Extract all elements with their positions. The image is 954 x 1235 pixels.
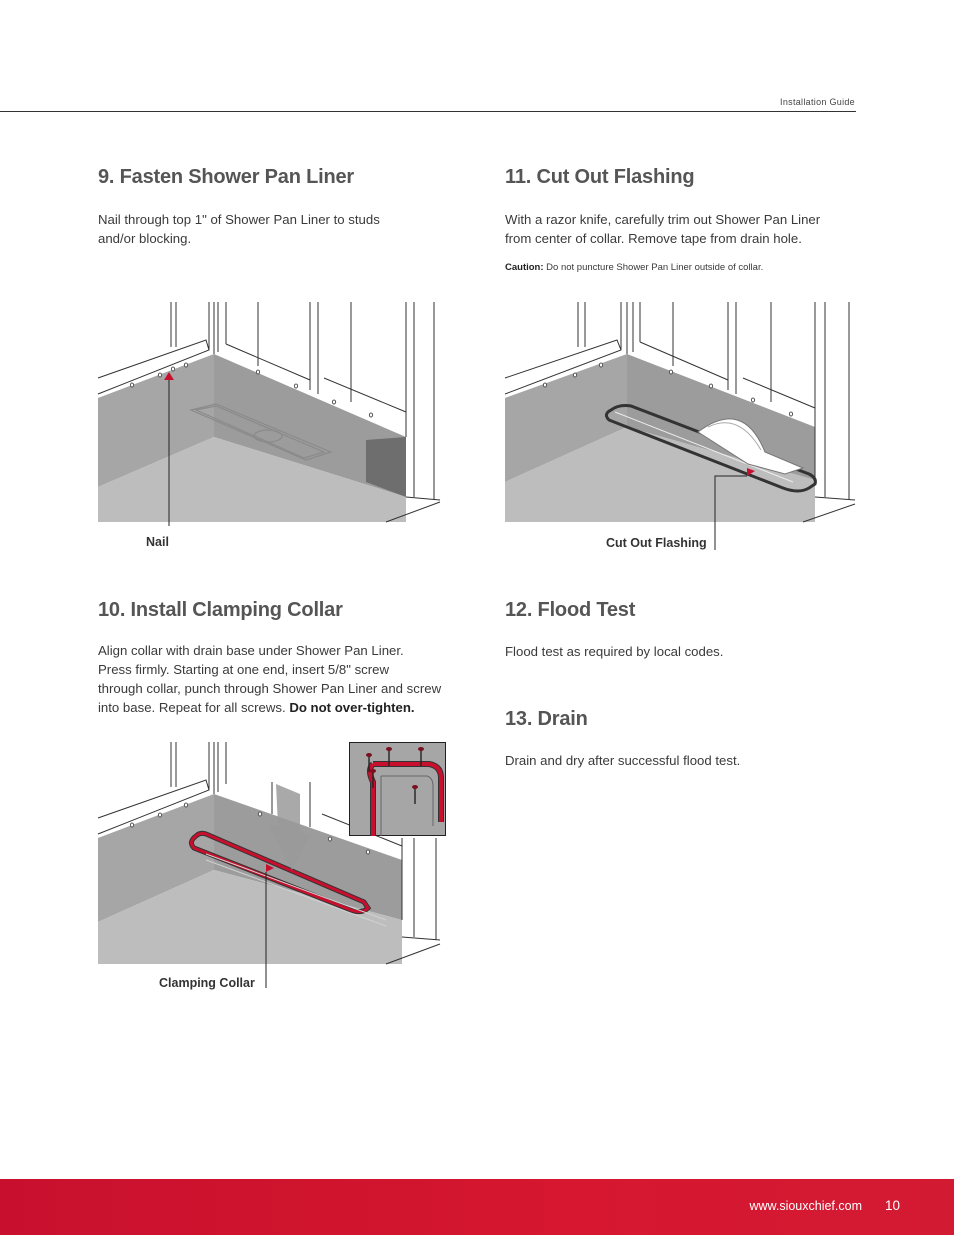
cut-flashing-illustration [504, 302, 856, 550]
section-11-line-1: With a razor knife, carefully trim out S… [505, 212, 821, 227]
clamping-collar-illustration [97, 742, 441, 988]
section-10-body: Align collar with drain base under Showe… [98, 641, 458, 717]
footer-url[interactable]: www.siouxchief.com [749, 1199, 862, 1213]
press-arrow [268, 784, 310, 870]
wall-shadow [366, 437, 406, 497]
section-11: 11. Cut Out Flashing With a razor knife,… [505, 166, 865, 274]
header-label: Installation Guide [780, 97, 855, 107]
section-13: 13. Drain Drain and dry after successful… [505, 708, 865, 770]
section-11-body: With a razor knife, carefully trim out S… [505, 210, 865, 248]
footer-bar: www.siouxchief.com 10 [0, 1179, 954, 1235]
section-13-title: 13. Drain [505, 708, 588, 730]
section-10-line-4: into base. Repeat for all screws. [98, 700, 290, 715]
section-10-line-1: Align collar with drain base under Showe… [98, 643, 404, 658]
section-10-title: 10. Install Clamping Collar [98, 599, 343, 621]
floor [98, 437, 406, 522]
section-10-line-2: Press firmly. Starting at one end, inser… [98, 662, 390, 677]
section-12-body: Flood test as required by local codes. [505, 644, 724, 659]
section-9: 9. Fasten Shower Pan Liner Nail through … [98, 166, 438, 248]
section-9-title: 9. Fasten Shower Pan Liner [98, 166, 354, 188]
section-10-warning: Do not over-tighten. [289, 700, 415, 715]
header-rule [0, 111, 856, 112]
section-10-line-3: through collar, punch through Shower Pan… [98, 681, 442, 696]
liner-back-right [214, 354, 406, 497]
caution-label: Caution: [505, 262, 544, 273]
section-11-line-2: from center of collar. Remove tape from … [505, 231, 802, 246]
nail-callout: Nail [146, 535, 169, 549]
screw-inset [349, 742, 446, 836]
section-11-title: 11. Cut Out Flashing [505, 166, 695, 188]
nail-marker [164, 372, 174, 380]
collar-marker [266, 864, 274, 872]
cut-marker [747, 468, 755, 476]
section-12-title: 12. Flood Test [505, 599, 636, 621]
page-number: 10 [884, 1198, 900, 1213]
section-10: 10. Install Clamping Collar Align collar… [98, 599, 458, 717]
caution-text: Do not puncture Shower Pan Liner outside… [543, 262, 764, 273]
clamping-collar-callout: Clamping Collar [159, 976, 255, 990]
liner-back-left [98, 354, 214, 487]
section-11-caution: Caution: Do not puncture Shower Pan Line… [505, 261, 865, 274]
fasten-liner-illustration [97, 302, 441, 526]
section-12: 12. Flood Test Flood test as required by… [505, 599, 865, 661]
section-13-body: Drain and dry after successful flood tes… [505, 753, 741, 768]
section-9-body: Nail through top 1" of Shower Pan Liner … [98, 212, 380, 246]
cut-flashing-callout: Cut Out Flashing [606, 536, 707, 550]
